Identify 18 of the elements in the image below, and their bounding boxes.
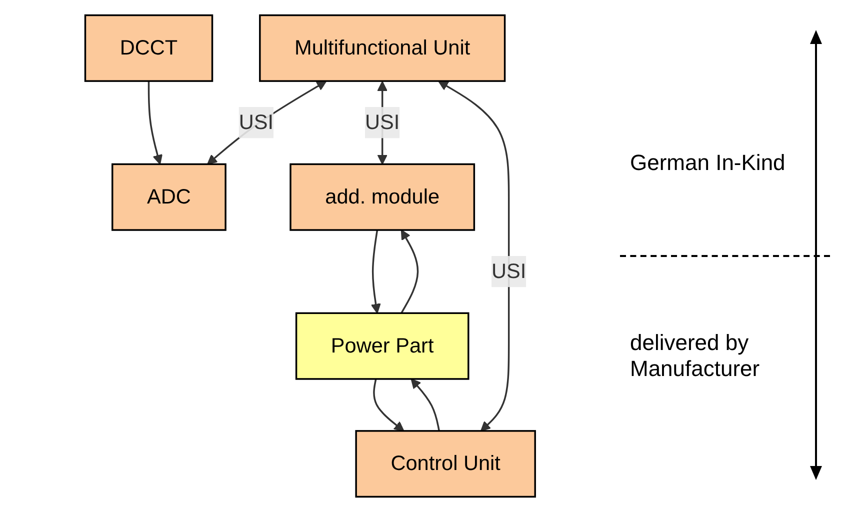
zone-label: delivered by Manufacturer xyxy=(630,330,761,382)
arrow xyxy=(410,378,440,431)
arrow xyxy=(400,229,418,314)
zone-label: German In-Kind xyxy=(630,150,786,176)
arrow xyxy=(370,229,381,314)
node-box: add. module xyxy=(289,162,475,230)
arrow xyxy=(148,80,162,164)
arrow xyxy=(206,80,326,164)
edge-label: USI xyxy=(364,110,400,134)
node-box: Control Unit xyxy=(355,430,536,498)
edge-label: USI xyxy=(238,110,274,134)
arrow xyxy=(372,378,404,431)
node-box: Multifunctional Unit xyxy=(258,14,506,82)
node-box: DCCT xyxy=(84,14,213,82)
arrow xyxy=(438,80,510,431)
node-box: Power Part xyxy=(295,312,470,380)
edge-label: USI xyxy=(491,258,526,282)
node-box: ADC xyxy=(111,162,226,230)
